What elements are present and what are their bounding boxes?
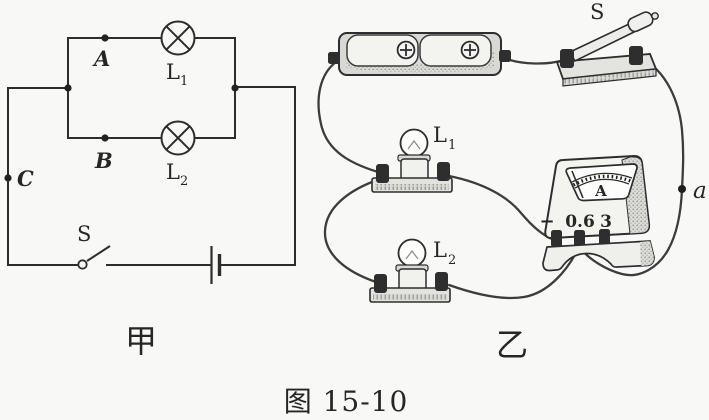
ammeter-scale-arc-outer [571, 172, 633, 183]
wire-battery-to-switch [502, 56, 566, 65]
ammeter-post-right [599, 229, 610, 246]
knife-switch: S [555, 0, 659, 87]
ammeter-base [542, 240, 655, 272]
ammeter-dial-letter: A [594, 182, 607, 200]
schematic-wire-left [7, 87, 69, 266]
ammeter-terminal-right-label: 3 [600, 212, 612, 232]
battery-cell-2 [419, 34, 492, 67]
schematic-wire-bottom-right [220, 86, 296, 266]
lamp-L1-post-left [376, 164, 389, 183]
point-C-dot [4, 174, 12, 182]
schematic-switch-label: S [77, 222, 91, 246]
pictorial-switch-label: S [590, 0, 604, 24]
pictorial-lamp2-sub: 2 [448, 253, 456, 268]
point-a-label: a [693, 178, 707, 204]
battery-terminal-right [499, 50, 511, 62]
pictorial-lamp1-sub: 1 [448, 138, 456, 153]
point-a-dot [678, 185, 686, 193]
wire-L1-to-ammeter-neg [447, 174, 556, 242]
schematic-lamp2-label: L [166, 160, 180, 184]
ammeter-needle [571, 170, 584, 199]
switch-handle-tip [651, 12, 659, 20]
pictorial-lamp2-label: L [433, 238, 447, 262]
ammeter: A − 0.6 3 [539, 154, 655, 272]
schematic-lamp1-sub: 1 [180, 74, 188, 89]
lamp-L2-post-right [435, 272, 448, 291]
battery-terminal-left [328, 52, 340, 64]
switch-post-right [629, 46, 643, 65]
point-A-dot [101, 34, 109, 42]
point-A-label: A [92, 46, 110, 71]
switch-handle [627, 11, 654, 33]
schematic-branch-bottom [67, 87, 236, 139]
point-C-label: C [17, 166, 34, 191]
switch-post-left [560, 49, 574, 68]
point-B-label: B [94, 148, 113, 173]
battery-pack [328, 32, 511, 76]
ammeter-post-neg [551, 230, 562, 247]
ammeter-window [565, 163, 638, 202]
lamp-L1-bulb [399, 128, 429, 158]
figure-caption: 图 15-10 [284, 385, 409, 418]
ammeter-terminal-mid-label: 0.6 [565, 212, 595, 232]
battery-plus-icon-1 [396, 40, 416, 60]
schematic-lamp2-sub: 2 [180, 174, 188, 189]
lamp-L2-bulb [397, 238, 427, 268]
lamp-symbol-L2 [160, 120, 196, 156]
point-B-dot [101, 134, 109, 142]
schematic-lamp1-label: L [166, 60, 180, 84]
lamp-L1-post-right [437, 162, 450, 181]
battery-symbol [210, 246, 222, 284]
ammeter-scale-ticks [572, 174, 632, 187]
junction-dot-left [64, 84, 72, 92]
ammeter-scale-arc-inner [574, 178, 630, 189]
panel-label-yi: 乙 [496, 326, 528, 364]
switch-symbol [77, 245, 111, 270]
schematic-branch-top [67, 37, 236, 89]
lamp-L2: L 2 [369, 238, 456, 303]
schematic-circuit: A B C S L 1 L 2 甲 [4, 20, 296, 360]
lamp-symbol-L1 [160, 20, 196, 56]
ammeter-terminal-neg-label: − [539, 211, 554, 232]
lamp-L2-post-left [374, 274, 387, 293]
wire-switch-through-a-to-ammeter [579, 57, 685, 277]
pictorial-lamp1-label: L [433, 123, 447, 147]
ammeter-post-mid [574, 230, 585, 247]
wire-battery-to-L1 [317, 60, 380, 174]
junction-dot-right [231, 84, 239, 92]
wire-L2-to-ammeter-mid [447, 247, 580, 300]
wire-L1-to-L2 [323, 177, 382, 284]
pictorial-circuit: S L 1 L 2 [317, 0, 707, 364]
battery-plus-icon-2 [460, 40, 480, 60]
lamp-L1: L 1 [371, 123, 456, 193]
panel-label-jia: 甲 [125, 322, 157, 360]
